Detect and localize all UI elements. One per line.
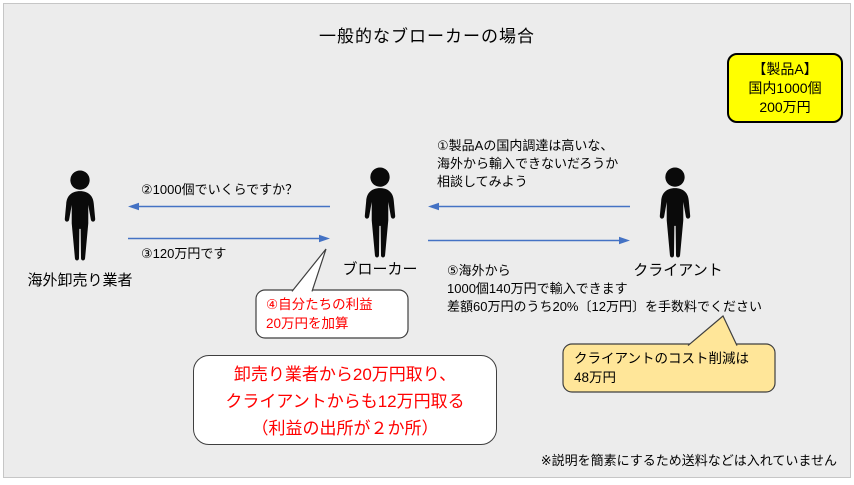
product-info-box: 【製品A】 国内1000個 200万円: [727, 53, 843, 123]
client-saving-callout-bubble: [562, 315, 776, 393]
arrow-client-to-broker: [428, 202, 630, 211]
broker-label: ブローカー: [342, 261, 418, 278]
arrow-broker-to-client: [428, 236, 630, 245]
wholesaler-person-icon: [64, 170, 96, 261]
arrow-broker-to-wholesaler: [128, 202, 330, 211]
wholesaler-label: 海外卸売り業者: [27, 272, 133, 289]
message-step2: ②1000個でいくらですか？: [141, 182, 299, 197]
broker-profit-callout-bubble: [255, 248, 409, 339]
footnote: ※説明を簡素にするため送料などは入れていません: [540, 453, 837, 468]
diagram-title: 一般的なブローカーの場合: [319, 27, 535, 46]
client-saving-callout-text: クライアントのコスト削減は 48万円: [574, 351, 749, 385]
broker-person-icon: [364, 167, 396, 258]
arrow-wholesaler-to-broker: [128, 234, 330, 243]
message-step5: ⑤海外から 1000個140万円で輸入できます 差額60万円のうち20%〔12万…: [447, 263, 762, 314]
broker-profit-callout-text: ④自分たちの利益 20万円を加算: [266, 297, 373, 331]
client-label: クライアント: [633, 262, 723, 279]
message-step1: ①製品Aの国内調達は高いな、 海外から輸入できないだろうか 相談してみよう: [437, 138, 619, 189]
client-person-icon: [659, 167, 691, 258]
summary-box: 卸売り業者から20万円取り、 クライアントからも12万円取る （利益の出所が２か…: [193, 355, 497, 445]
message-step3: ③120万円です: [141, 246, 227, 261]
